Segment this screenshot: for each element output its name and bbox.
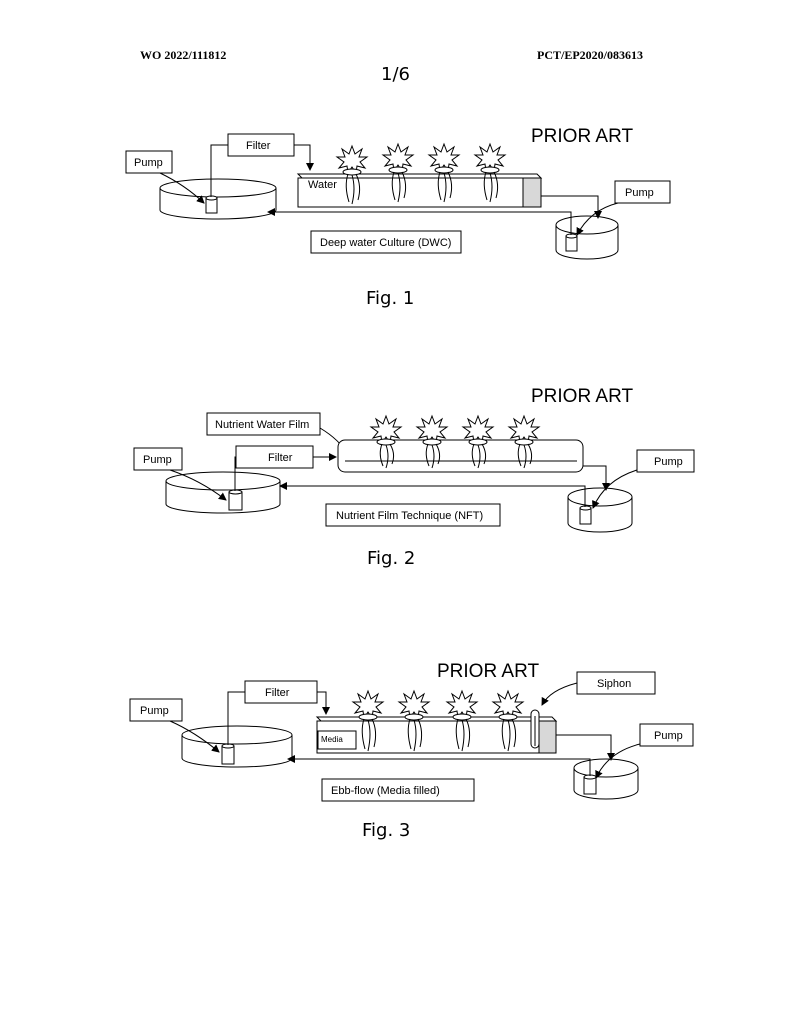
reservoir-right xyxy=(556,216,618,259)
pump-label: Pump xyxy=(654,730,683,742)
system-label: Ebb-flow (Media filled) xyxy=(331,785,440,797)
pipe-bed-to-sump xyxy=(541,196,598,218)
prior-art-label: PRIOR ART xyxy=(437,661,539,682)
pump-icon xyxy=(580,506,591,524)
figure-caption: Fig. 1 xyxy=(366,288,414,309)
reservoir-left xyxy=(160,179,276,219)
pipe-filter-to-bed xyxy=(317,692,326,714)
nutrient-film-label: Nutrient Water Film xyxy=(215,419,309,431)
siphon-label: Siphon xyxy=(597,678,631,690)
pipe-channel-to-sump xyxy=(583,466,606,490)
filter-label: Filter xyxy=(265,687,290,699)
prior-art-label: PRIOR ART xyxy=(531,386,633,407)
pipe-return xyxy=(288,759,590,776)
siphon-icon xyxy=(531,710,539,748)
reservoir-left xyxy=(166,472,280,513)
system-label: Nutrient Film Technique (NFT) xyxy=(336,510,483,522)
system-label: Deep water Culture (DWC) xyxy=(320,237,451,249)
reservoir-left xyxy=(182,726,292,767)
pump-label: Pump xyxy=(654,456,683,468)
pump-icon xyxy=(222,744,234,764)
figure-2: PRIOR ART Nutrient Water Film xyxy=(134,386,694,569)
water-label: Water xyxy=(308,179,337,191)
pipe-bed-to-sump xyxy=(556,735,611,760)
nft-channel xyxy=(338,440,583,472)
pump-icon xyxy=(584,775,596,794)
figure-1: PRIOR ART Pump Filter xyxy=(126,126,670,309)
pipe-filter-to-bed xyxy=(294,145,310,170)
pump-icon xyxy=(566,234,577,251)
figure-3: PRIOR ART Filter Siphon Media xyxy=(130,661,693,841)
figure-caption: Fig. 2 xyxy=(367,548,415,569)
filter-label: Filter xyxy=(246,140,271,152)
siphon-pointer xyxy=(542,683,577,705)
media-label: Media xyxy=(321,735,343,744)
reservoir-right xyxy=(568,488,632,532)
pump-label: Pump xyxy=(625,187,654,199)
pump-icon xyxy=(206,196,217,213)
pump-label: Pump xyxy=(134,157,163,169)
pump-label: Pump xyxy=(140,705,169,717)
figure-caption: Fig. 3 xyxy=(362,820,410,841)
filter-label: Filter xyxy=(268,452,293,464)
pump-icon xyxy=(229,490,242,510)
prior-art-label: PRIOR ART xyxy=(531,126,633,147)
pump-label: Pump xyxy=(143,454,172,466)
